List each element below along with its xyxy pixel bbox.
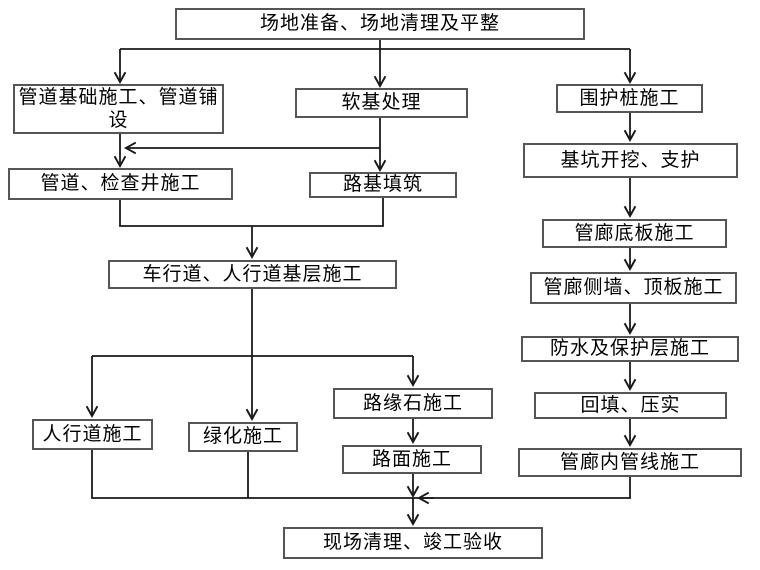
flow-node-soft-base: 软基处理 xyxy=(295,88,468,118)
flow-node-lane-base: 车行道、人行道基层施工 xyxy=(108,260,397,289)
flow-node-gallery-pipeline: 管廊内管线施工 xyxy=(518,448,742,477)
flow-node-pavement: 路面施工 xyxy=(342,445,482,474)
flow-node-pit-excavation: 基坑开挖、支护 xyxy=(523,143,738,178)
flow-node-pipe-foundation: 管道基础施工、管道铺设 xyxy=(13,84,224,134)
flow-node-waterproof: 防水及保护层施工 xyxy=(521,336,739,362)
flow-node-gallery-sidewall: 管廊侧墙、顶板施工 xyxy=(530,272,737,304)
flow-node-backfill: 回填、压实 xyxy=(534,392,727,419)
flow-node-gallery-bottom: 管廊底板施工 xyxy=(542,219,727,248)
flow-node-enclosure-pile: 围护桩施工 xyxy=(556,84,703,113)
flow-node-final-acceptance: 现场清理、竣工验收 xyxy=(283,527,543,559)
flow-node-roadbed-fill: 路基填筑 xyxy=(309,172,457,198)
flow-node-greening: 绿化施工 xyxy=(188,422,298,452)
flow-node-sidewalk: 人行道施工 xyxy=(32,419,153,450)
flow-node-site-prep: 场地准备、场地清理及平整 xyxy=(175,8,585,40)
flow-node-curb: 路缘石施工 xyxy=(333,388,493,419)
flow-node-pipe-inspection: 管道、检查井施工 xyxy=(8,168,233,200)
